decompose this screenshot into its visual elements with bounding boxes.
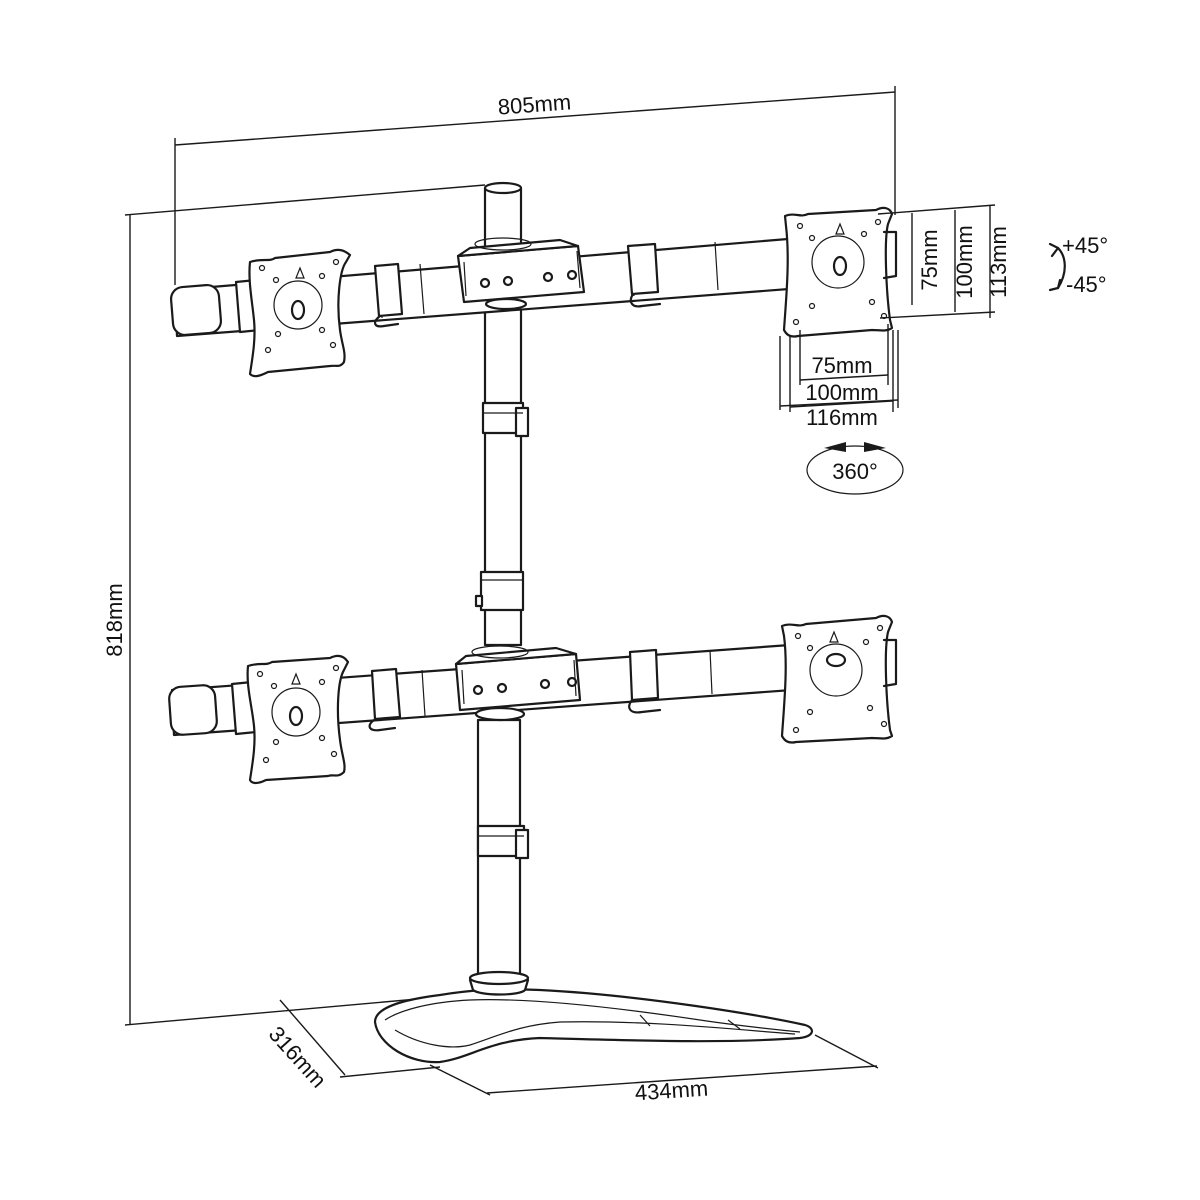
label-tilt-up: +45° — [1062, 233, 1108, 258]
vesa-plate-upper-right — [782, 206, 898, 338]
label-base-depth: 316mm — [264, 1021, 332, 1092]
pole-collar-middle — [474, 570, 525, 612]
vesa-plate-lower-left — [246, 654, 350, 785]
vesa-vertical-dimensions: 75mm 100mm 113mm — [877, 204, 1011, 319]
pole-cable-clip-upper — [481, 401, 530, 438]
label-plate-h-116: 116mm — [806, 405, 878, 430]
label-vesa-v-75: 75mm — [917, 229, 942, 290]
dimension-base-width: 434mm — [429, 1034, 879, 1106]
pole-cable-clip-lower — [476, 824, 530, 860]
label-height-818: 818mm — [102, 583, 127, 656]
vesa-horizontal-dimensions: 75mm 100mm 116mm — [779, 324, 899, 430]
label-width-805: 805mm — [497, 89, 572, 119]
tilt-indicator: +45° -45° — [1048, 233, 1108, 297]
vesa-plate-lower-right — [780, 614, 898, 744]
dimension-height-818: 818mm — [102, 184, 486, 1026]
label-rotation: 360° — [832, 459, 878, 484]
label-base-width: 434mm — [634, 1076, 709, 1106]
label-vesa-v-100: 100mm — [952, 225, 977, 298]
label-vesa-h-75: 75mm — [811, 353, 872, 378]
vesa-plate-upper-left — [248, 248, 352, 378]
dimension-width-805: 805mm — [174, 86, 896, 285]
stand-base — [373, 988, 813, 1064]
label-vesa-h-100: 100mm — [805, 380, 878, 405]
label-tilt-down: -45° — [1066, 272, 1107, 297]
rotation-indicator: 360° — [806, 442, 904, 495]
label-plate-v-113: 113mm — [986, 226, 1011, 298]
